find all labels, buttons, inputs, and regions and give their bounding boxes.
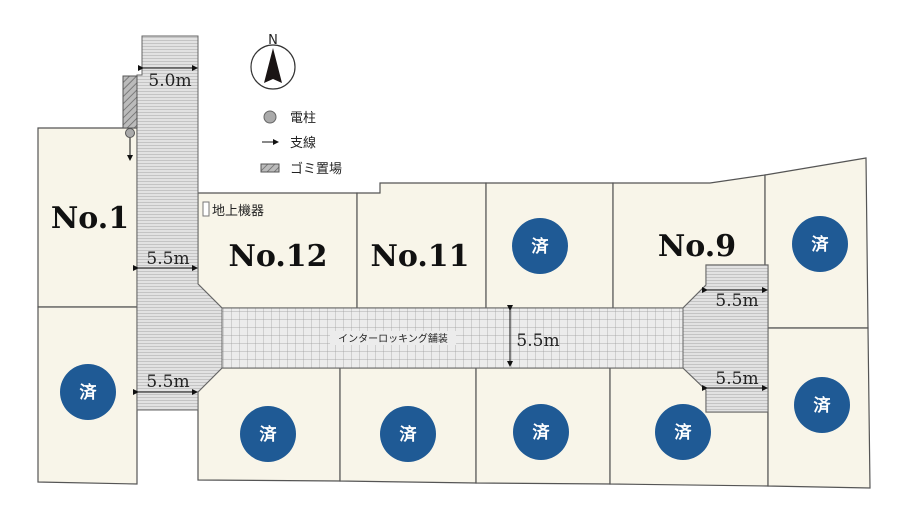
- legend-garbage-icon: [260, 163, 280, 173]
- svg-text:済: 済: [400, 424, 418, 445]
- sold-badge: 済: [513, 404, 569, 460]
- svg-text:済: 済: [80, 382, 98, 403]
- sold-badge: 済: [512, 218, 568, 274]
- sold-badge: 済: [60, 364, 116, 420]
- dim-main: 5.5m: [516, 331, 559, 351]
- dim-top: 5.0m: [148, 71, 191, 91]
- legend-guy-wire-label: 支線: [290, 135, 316, 151]
- utility-pole-icon: [125, 128, 135, 138]
- legend-pole-icon: [263, 110, 277, 124]
- svg-text:済: 済: [675, 422, 693, 443]
- legend-garbage-label: ゴミ置場: [290, 161, 342, 177]
- dim-mid: 5.5m: [146, 249, 189, 269]
- svg-text:済: 済: [533, 422, 551, 443]
- dim-right-bottom: 5.5m: [715, 369, 758, 389]
- svg-text:済: 済: [260, 424, 278, 445]
- paving-label: インターロッキング舗装: [338, 332, 448, 345]
- svg-text:N: N: [268, 33, 278, 48]
- svg-text:済: 済: [814, 395, 832, 416]
- ground-equipment-icon: [202, 201, 210, 217]
- garbage-area: [122, 75, 138, 129]
- svg-text:済: 済: [532, 236, 550, 257]
- lot-no9-label: No.9: [658, 229, 736, 264]
- legend-pole-label: 電柱: [290, 111, 316, 126]
- ground-equipment-label: 地上機器: [212, 204, 264, 219]
- lot-no1-label: No.1: [51, 201, 129, 236]
- sold-badge: 済: [792, 216, 848, 272]
- dim-low: 5.5m: [146, 372, 189, 392]
- lot-no12-label: No.12: [228, 239, 327, 274]
- sold-badge: 済: [794, 377, 850, 433]
- north-compass-icon: N: [250, 33, 296, 90]
- sold-badge: 済: [655, 404, 711, 460]
- sold-badge: 済: [380, 406, 436, 462]
- access-road-vertical: [136, 35, 223, 411]
- dim-right-top: 5.5m: [715, 291, 758, 311]
- paving-label-bg: [330, 331, 456, 345]
- svg-text:済: 済: [812, 234, 830, 255]
- lot-no11-label: No.11: [370, 239, 469, 274]
- sold-badge: 済: [240, 406, 296, 462]
